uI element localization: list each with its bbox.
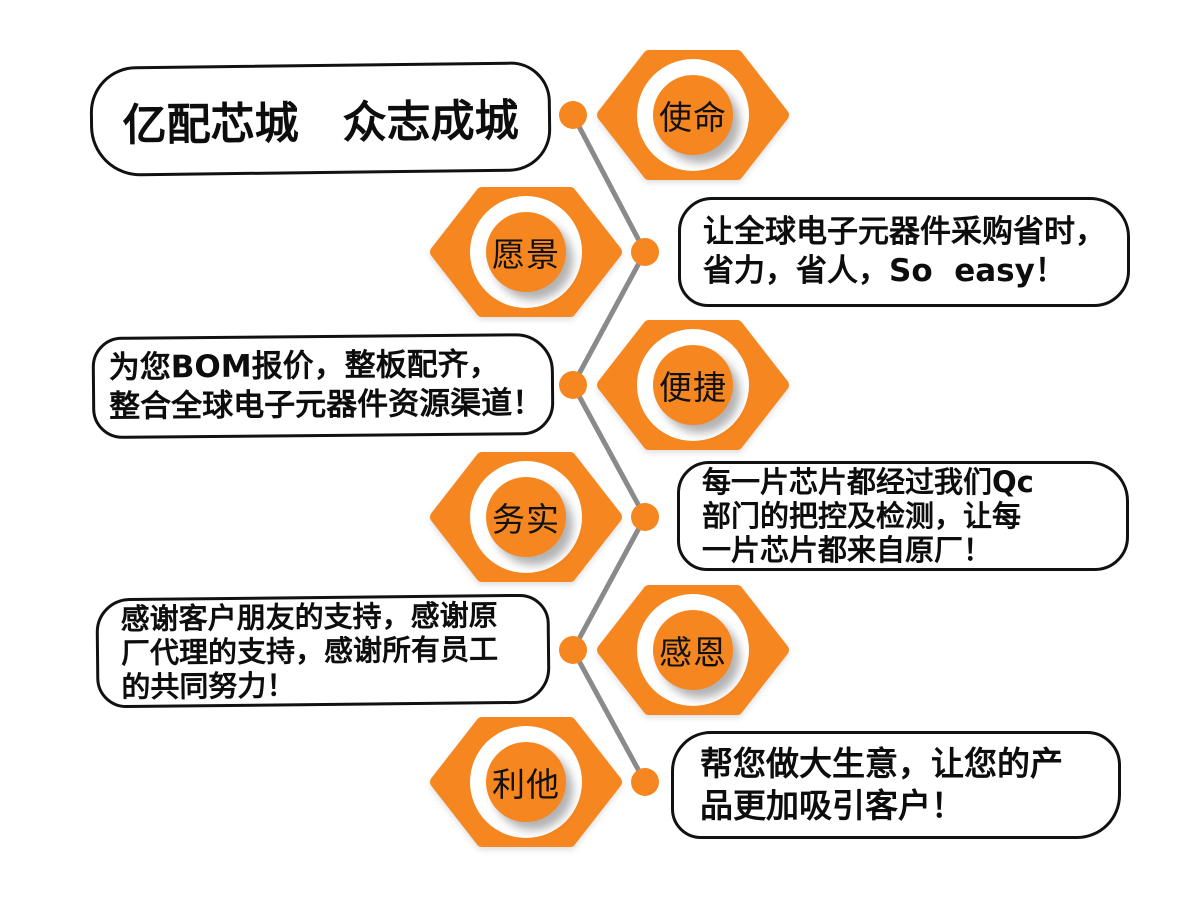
bubble-convenience-line-2: 整合全球电子元器件资源渠道！ [109, 385, 544, 425]
connector-line [570, 113, 648, 784]
badge-label-gratitude: 感恩 [659, 633, 727, 672]
badge-label-convenience: 便捷 [659, 368, 727, 407]
bubble-vision: 让全球电子元器件采购省时， 省力，省人，So easy！ [678, 197, 1130, 307]
bubble-gratitude-line-2: 厂代理的支持，感谢所有员工 [120, 632, 499, 671]
bubble-pragmatism-line-3: 一片芯片都来自原厂！ [702, 533, 993, 567]
badge-vision: 愿景 [430, 183, 622, 321]
bubble-altruism-line-1: 帮您做大生意，让您的产 [700, 744, 1063, 783]
badge-label-pragmatism: 务实 [492, 500, 560, 539]
badge-core: 使命 [653, 75, 733, 155]
bubble-pragmatism-line-1: 每一片芯片都经过我们Qc [702, 465, 1034, 499]
connector-dot [559, 101, 587, 129]
badge-label-mission: 使命 [659, 98, 727, 137]
bubble-vision-line-1: 让全球电子元器件采购省时， [703, 214, 1106, 250]
bubble-gratitude: 感谢客户朋友的支持，感谢原 厂代理的支持，感谢所有员工 的共同努力！ [95, 593, 551, 709]
bubble-convenience-line-1: 为您BOM报价，整板配齐， [108, 346, 500, 386]
badge-core: 务实 [486, 477, 566, 557]
badge-altruism: 利他 [430, 713, 622, 851]
badge-core: 愿景 [486, 212, 566, 292]
connector-dot [559, 371, 587, 399]
title-bubble: 亿配芯城 众志成城 [89, 61, 552, 177]
badge-mission: 使命 [597, 46, 789, 184]
connector-dot [631, 238, 659, 266]
bubble-pragmatism-line-2: 部门的把控及检测，让每 [702, 499, 1022, 533]
badge-core: 利他 [486, 742, 566, 822]
bubble-altruism: 帮您做大生意，让您的产 品更加吸引客户！ [671, 731, 1121, 839]
badge-core: 感恩 [653, 610, 733, 690]
connector-dot [559, 636, 587, 664]
badge-label-altruism: 利他 [492, 765, 560, 804]
badge-convenience: 便捷 [597, 316, 789, 454]
bubble-altruism-line-2: 品更加吸引客户！ [700, 786, 964, 825]
bubble-vision-line-2: 省力，省人，So easy！ [703, 253, 1066, 289]
connector-dot [631, 768, 659, 796]
badge-core: 便捷 [653, 345, 733, 425]
bubble-gratitude-line-1: 感谢客户朋友的支持，感谢原 [120, 598, 498, 637]
bubble-gratitude-line-3: 的共同努力！ [121, 668, 296, 705]
bubble-convenience: 为您BOM报价，整板配齐， 整合全球电子元器件资源渠道！ [91, 332, 555, 440]
badge-label-vision: 愿景 [492, 235, 560, 274]
connector-dot [631, 503, 659, 531]
bubble-pragmatism: 每一片芯片都经过我们Qc 部门的把控及检测，让每 一片芯片都来自原厂！ [677, 461, 1129, 571]
badge-pragmatism: 务实 [430, 448, 622, 586]
title-text: 亿配芯城 众志成城 [122, 95, 519, 152]
badge-gratitude: 感恩 [597, 581, 789, 719]
